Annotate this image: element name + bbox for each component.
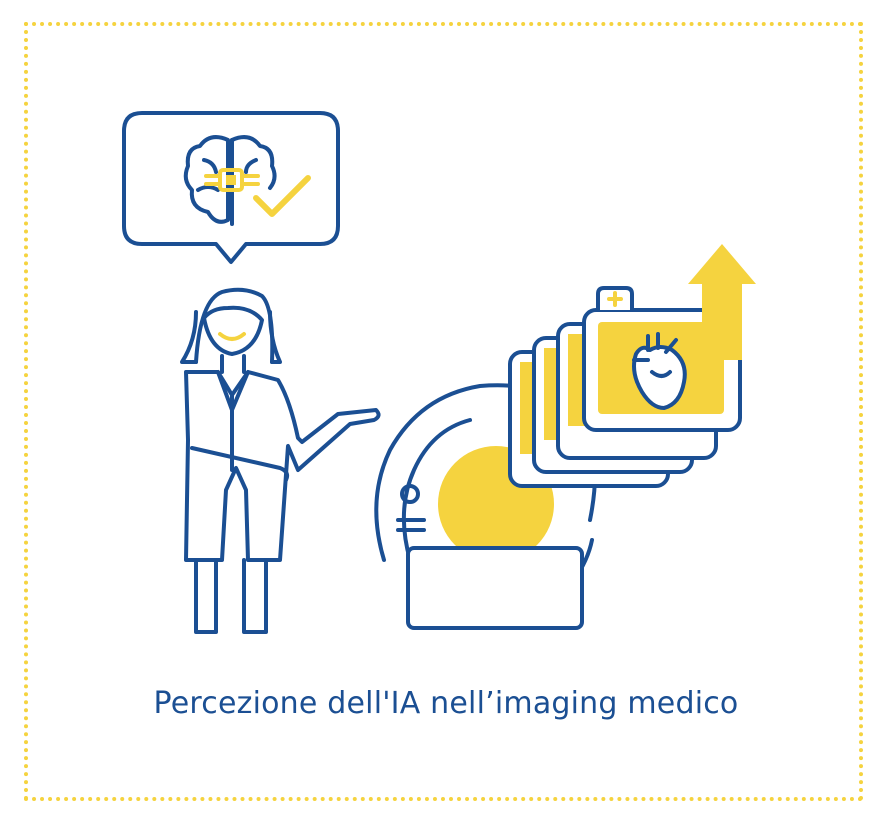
speech-bubble <box>122 111 340 264</box>
dotted-frame <box>24 22 863 801</box>
page-caption: Percezione dell'IA nell’imaging medico <box>153 686 739 721</box>
checkmark-icon <box>253 175 311 217</box>
doctor-figure <box>180 287 381 634</box>
chip-icon <box>204 168 260 192</box>
heart-icon <box>632 332 687 410</box>
up-arrow-icon <box>688 244 756 360</box>
brain-icon <box>183 135 277 226</box>
